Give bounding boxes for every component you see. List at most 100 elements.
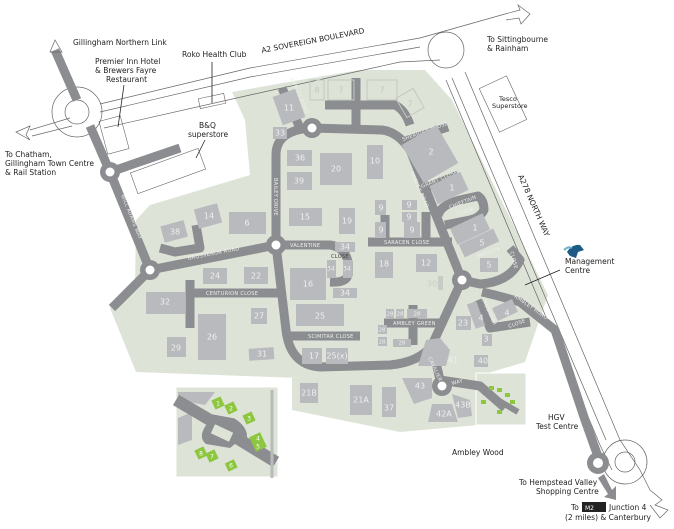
crusader-close-label: CLOSE [508, 318, 527, 330]
bq-label-line1: B&Q [199, 121, 216, 130]
svg-text:10: 10 [370, 157, 380, 166]
building: 9 [375, 200, 386, 215]
m2-to-label: To [570, 503, 579, 512]
premier-inn-building [98, 115, 130, 155]
svg-text:28: 28 [387, 312, 394, 318]
building: 10 [367, 145, 383, 179]
svg-text:15: 15 [300, 213, 310, 222]
svg-text:21A: 21A [353, 396, 369, 405]
svg-text:9: 9 [409, 226, 414, 235]
hgv-bay: 6 [224, 459, 238, 472]
svg-text:7: 7 [210, 454, 214, 461]
gillingham-northern-link-label: Gillingham Northern Link [73, 38, 167, 47]
building: 7 [395, 87, 425, 119]
svg-text:34: 34 [340, 243, 350, 252]
building: 17 [302, 348, 322, 364]
tesco-label-line1: Tesco [498, 95, 517, 103]
svg-text:11: 11 [284, 104, 294, 113]
svg-text:9: 9 [378, 204, 383, 213]
svg-text:28: 28 [379, 340, 386, 346]
building: 21A [350, 385, 372, 415]
building: 18 [375, 252, 393, 278]
building: 3 [482, 334, 492, 346]
svg-text:19: 19 [342, 217, 352, 226]
building: 42A [428, 404, 458, 422]
building: 41 [418, 338, 458, 366]
building: 28 [386, 309, 394, 318]
building: 43 [402, 378, 432, 404]
svg-text:7: 7 [338, 86, 343, 95]
buildings: 11 33 8 7 7 7 36 39 20 10 2 1 1 5 5 15 1… [146, 79, 518, 422]
a2-sovereign-boulevard [15, 3, 531, 141]
hempstead-label-line1: To Hempstead Valley [518, 478, 598, 487]
building: 15 [289, 208, 322, 226]
building: 37 [382, 387, 396, 417]
svg-text:43: 43 [415, 382, 425, 391]
building: 40 [474, 355, 488, 367]
hgv-bay: 8 [194, 446, 208, 460]
building: 1 [449, 213, 491, 245]
building: 25(x) [326, 348, 348, 364]
building: 28 [396, 309, 404, 318]
building: 19 [339, 208, 355, 234]
roko-building [197, 93, 227, 109]
svg-text:23: 23 [458, 319, 468, 328]
svg-text:1: 1 [472, 224, 477, 233]
svg-text:14: 14 [204, 212, 214, 221]
building: 32 [146, 292, 185, 314]
svg-text:28: 28 [414, 312, 421, 318]
building: 36 [287, 150, 312, 166]
m2-badge [582, 502, 606, 512]
m2-junction-label-line2: (2 miles) & Canterbury [565, 513, 651, 522]
building: 39 [287, 172, 312, 190]
chatham-label-line1: To Chatham, [4, 150, 52, 159]
svg-text:9: 9 [378, 226, 383, 235]
management-centre-label-line1: Management [565, 257, 614, 266]
svg-text:7: 7 [379, 86, 384, 95]
building: 16 [290, 268, 326, 300]
svg-text:20: 20 [331, 165, 341, 174]
building: 38 [160, 220, 188, 243]
building: 22 [244, 267, 268, 284]
svg-text:16: 16 [303, 280, 313, 289]
building: 34 [335, 242, 355, 252]
chatham-label-line2: Gillingham Town Centre [5, 159, 94, 168]
building: 21B [300, 383, 318, 403]
gillingham-link-road [50, 48, 82, 102]
hgv-test-centre-bays [481, 386, 520, 415]
bailey-drive-label: BAILEY DRIVE [272, 178, 278, 216]
building: 23 [456, 316, 471, 330]
svg-text:4: 4 [256, 436, 260, 443]
building: 6 [229, 212, 266, 234]
management-centre-label-line2: Centre [565, 266, 590, 275]
svg-text:27: 27 [254, 312, 264, 321]
bq-label-line2: superstore [188, 130, 228, 139]
building: 9 [404, 222, 420, 238]
tesco-building [478, 75, 528, 133]
valentine-label: VALENTINE [290, 243, 320, 249]
building: 7 [366, 79, 398, 101]
svg-text:24: 24 [210, 272, 220, 281]
ambley-wood-label: Ambley Wood [452, 448, 504, 457]
building: 9 [375, 222, 386, 238]
m2-junction-label-line1: Junction 4 [608, 503, 647, 512]
svg-text:41: 41 [448, 356, 458, 365]
building: 28 [378, 325, 387, 334]
hgv-label-line2: Test Centre [535, 422, 579, 431]
svg-text:8: 8 [314, 86, 319, 95]
building: 5 [458, 228, 500, 258]
svg-text:34: 34 [327, 266, 335, 273]
svg-text:34: 34 [343, 266, 351, 273]
building: 33 [273, 127, 287, 139]
hgv-bay: 1 [211, 396, 225, 410]
hgv-bay: 2 [224, 401, 238, 415]
roundabouts [100, 118, 609, 474]
svg-text:34: 34 [340, 289, 350, 298]
svg-text:42A: 42A [436, 410, 452, 419]
roko-health-club-label: Roko Health Club [182, 50, 247, 59]
building: 34 [333, 288, 357, 298]
svg-text:17: 17 [309, 352, 319, 361]
gillingham-link-arrow [49, 39, 63, 53]
svg-text:6: 6 [244, 219, 249, 228]
building: 26 [198, 314, 226, 360]
